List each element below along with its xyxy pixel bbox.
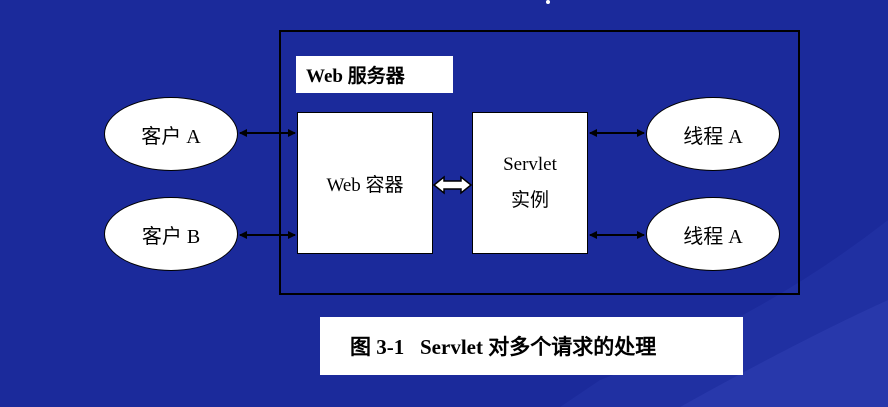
thread-2-label: 线程 A: [683, 225, 743, 248]
client-a-ellipse: 客户 A: [104, 97, 238, 171]
web-container-label: Web 容器: [326, 174, 404, 196]
thread-1-ellipse: 线程 A: [646, 97, 780, 171]
web-server-frame: [279, 30, 800, 295]
client-b-ellipse: 客户 B: [104, 197, 238, 271]
servlet-instance-box: Servlet 实例: [472, 112, 588, 254]
thread-1-label: 线程 A: [683, 125, 743, 148]
servlet-label: Servlet: [503, 154, 557, 175]
web-server-title: Web 服务器: [296, 56, 453, 93]
thread-2-ellipse: 线程 A: [646, 197, 780, 271]
client-b-label: 客户 B: [141, 225, 201, 248]
arrow-container-servlet: [432, 175, 473, 195]
client-a-label: 客户 A: [141, 125, 201, 148]
web-container-box: Web 容器: [297, 112, 433, 254]
figure-caption: 图 3-1 Servlet 对多个请求的处理: [320, 317, 743, 375]
instance-label: 实例: [510, 190, 549, 211]
